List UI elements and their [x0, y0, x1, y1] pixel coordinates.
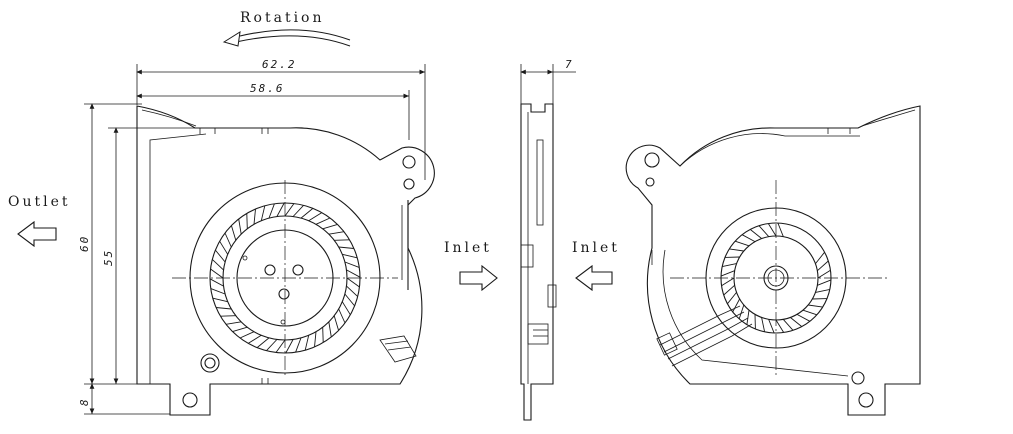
outlet-arrow [17, 220, 57, 248]
width-body-label: 58.6 [250, 82, 285, 95]
inlet-right-arrow [575, 264, 613, 292]
inlet-center-label: Inlet [444, 240, 492, 256]
width-overall-label: 62.2 [262, 58, 297, 71]
back-mount-hole-bottom [858, 392, 874, 408]
rotation-label: Rotation [240, 10, 325, 26]
back-view [625, 105, 921, 416]
front-mount-hole-bottom [182, 392, 198, 408]
front-view: 62.2 58.6 60 55 8 [78, 58, 435, 416]
outlet-label: Outlet [8, 194, 71, 210]
thickness-label: 7 [565, 58, 574, 71]
inlet-right-label: Inlet [572, 240, 620, 256]
rotation-arrow [222, 29, 351, 47]
side-view: 7 [520, 58, 576, 421]
bracket-label: 8 [78, 397, 91, 406]
front-mount-hole-top [402, 155, 416, 169]
inlet-center-arrow [459, 264, 498, 292]
front-housing-outline [136, 105, 435, 416]
back-housing-outline [625, 105, 921, 416]
height-overall-label: 60 [78, 235, 91, 252]
height-body-label: 55 [102, 249, 115, 266]
back-mount-hole-top [644, 152, 660, 168]
